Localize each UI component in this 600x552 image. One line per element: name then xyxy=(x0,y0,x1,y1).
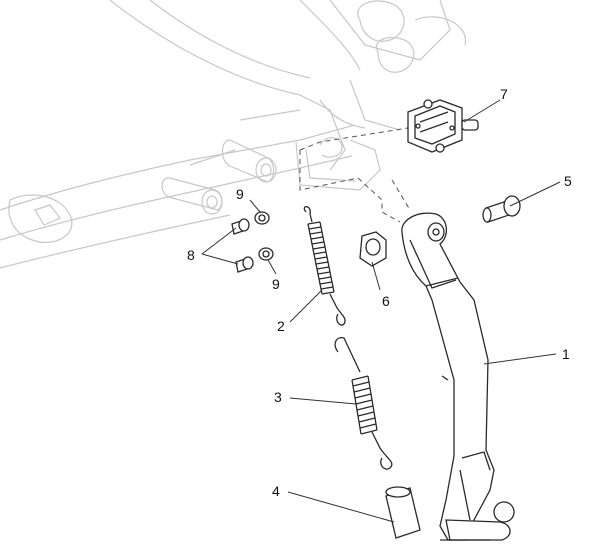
callout-6: 6 xyxy=(382,293,390,309)
callout-9-lower: 9 xyxy=(272,276,280,292)
part-9-washer-lower xyxy=(258,247,274,261)
callout-5: 5 xyxy=(564,173,572,189)
part-2-spring-long xyxy=(303,205,346,326)
part-6-nut xyxy=(359,231,387,267)
part-3-spring-short xyxy=(334,337,393,470)
callout-9-upper: 9 xyxy=(236,186,244,202)
part-1-side-stand xyxy=(401,212,515,541)
callout-7: 7 xyxy=(500,86,508,102)
assembly-guide-lines xyxy=(299,127,411,223)
callout-2: 2 xyxy=(277,318,285,334)
part-5-pivot-bolt xyxy=(482,195,521,223)
callout-3: 3 xyxy=(274,389,282,405)
callout-1: 1 xyxy=(562,346,570,362)
callout-4: 4 xyxy=(272,483,280,499)
part-4-bushing xyxy=(385,486,421,539)
part-8-screw-upper xyxy=(231,218,250,235)
frame-background xyxy=(0,0,467,269)
callout-labels: 1 2 3 4 5 6 7 8 9 9 xyxy=(187,86,572,499)
part-9-washer-upper xyxy=(254,211,270,225)
part-8-screw-lower xyxy=(235,256,254,273)
callout-8: 8 xyxy=(187,247,195,263)
leader-lines xyxy=(201,99,561,523)
part-7-side-stand-switch xyxy=(407,99,479,153)
